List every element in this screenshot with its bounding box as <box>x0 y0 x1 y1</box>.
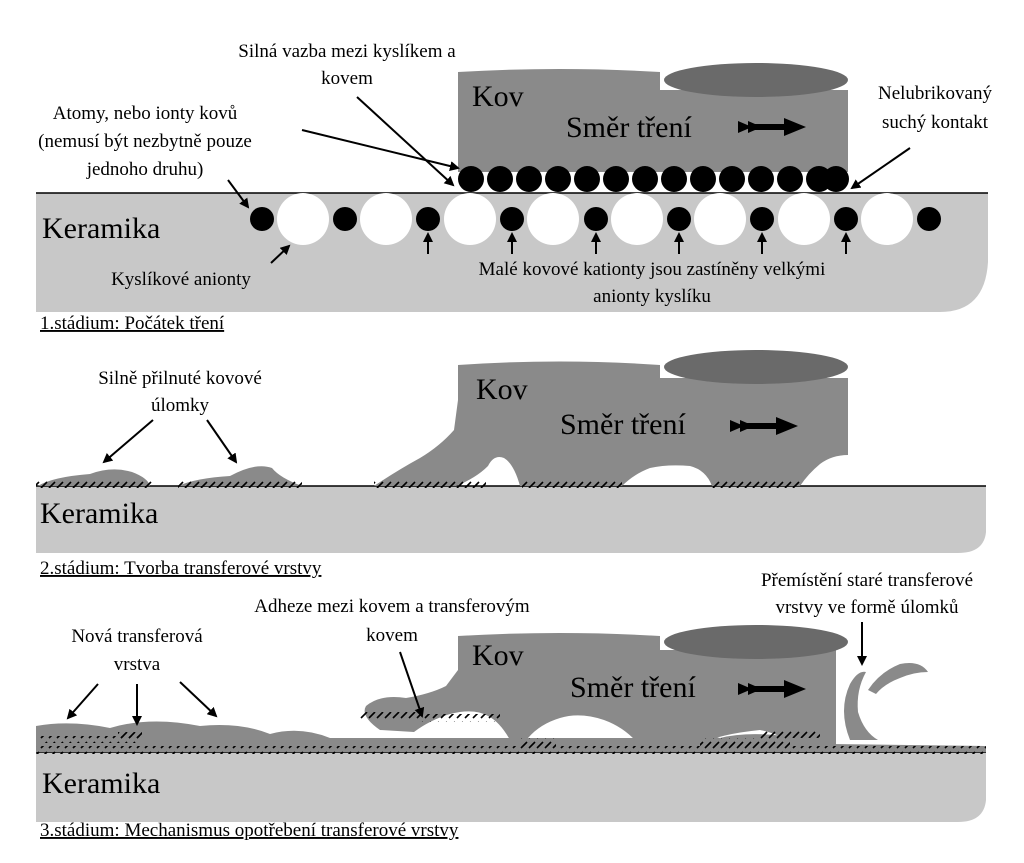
stage-2: Kov Směr tření Keramika Silně přilnuté k… <box>36 350 986 579</box>
fragments-note-line2: úlomky <box>151 395 210 416</box>
dry-contact-note-line1: Nelubrikovaný <box>878 83 992 104</box>
metal-top-1 <box>664 63 848 97</box>
ceramic-label-1: Keramika <box>42 212 160 245</box>
friction-arrow-icon-3 <box>738 680 806 698</box>
friction-arrow-icon-2 <box>730 417 798 435</box>
dry-contact-note-line2: suchý kontakt <box>882 112 989 133</box>
stage-3-caption: 3.stádium: Mechanismus opotřebení transf… <box>40 820 459 841</box>
new-layer-note-line2: vrstva <box>114 654 161 675</box>
ceramic-block-3 <box>36 752 986 822</box>
metal-top-3 <box>664 625 848 659</box>
friction-direction-label-2: Směr tření <box>560 408 686 441</box>
adhesion-note-line2: kovem <box>366 625 418 646</box>
friction-direction-label-3: Směr tření <box>570 671 696 704</box>
stage-3-pointers <box>66 622 867 726</box>
friction-direction-label-1: Směr tření <box>566 111 692 144</box>
transfer-hatch-2 <box>36 480 800 488</box>
friction-arrow-icon-1 <box>738 118 806 136</box>
atoms-note-line1: Atomy, nebo ionty kovů <box>53 103 238 124</box>
bond-note-line2: kovem <box>321 68 373 89</box>
atoms-note-line3: jednoho druhu) <box>86 159 204 180</box>
metal-top-2 <box>664 350 848 384</box>
ceramic-block-2 <box>36 486 986 553</box>
displacement-note-line1: Přemístění staré transferové <box>761 570 973 591</box>
debris-fragment <box>844 671 878 740</box>
cations-note-line2: anionty kyslíku <box>593 286 711 307</box>
stage-1-pointers <box>227 96 911 264</box>
displacement-note-line2: vrstvy ve formě úlomků <box>775 597 959 618</box>
metal-atom-row <box>458 166 849 192</box>
oxygen-anions <box>277 193 913 245</box>
fragments-note-line1: Silně přilnuté kovové <box>98 368 262 389</box>
debris-flake <box>868 663 928 694</box>
metal-body-3 <box>364 633 836 746</box>
stage-3: Kov Směr tření Keramika Nová transferová… <box>36 570 986 841</box>
transfer-hatch-3 <box>36 712 986 754</box>
cations-note-line1: Malé kovové kationty jsou zastíněny velk… <box>479 259 826 280</box>
metal-body-2 <box>374 361 848 486</box>
metal-label-2: Kov <box>476 373 528 406</box>
stage-1-caption: 1.stádium: Počátek tření <box>40 313 225 334</box>
anions-note: Kyslíkové anionty <box>111 269 251 290</box>
stage-2-pointers <box>102 419 238 464</box>
ceramic-label-3: Keramika <box>42 767 160 800</box>
adhesion-note-line1: Adheze mezi kovem a transferovým <box>254 596 530 617</box>
metal-label-1: Kov <box>472 80 524 113</box>
metal-cations <box>250 207 941 231</box>
metal-label-3: Kov <box>472 639 524 672</box>
atoms-note-line2: (nemusí být nezbytně pouze <box>38 131 252 152</box>
stage-1: Kov Směr tření Keramika Silná vazba mezi… <box>36 41 992 334</box>
ceramic-label-2: Keramika <box>40 497 158 530</box>
new-layer-note-line1: Nová transferová <box>71 626 203 647</box>
bond-note-line1: Silná vazba mezi kyslíkem a <box>238 41 456 62</box>
stage-2-caption: 2.stádium: Tvorba transferové vrstvy <box>40 558 322 579</box>
